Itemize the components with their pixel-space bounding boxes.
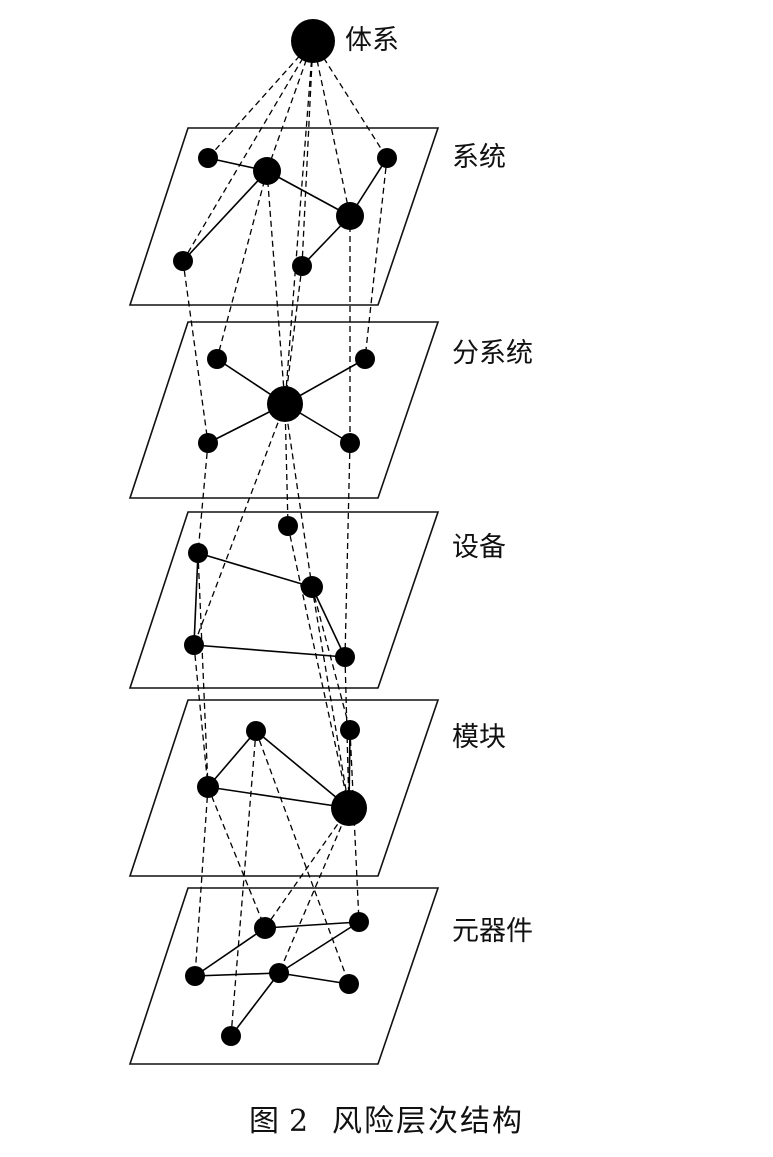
node-e3 [301, 576, 323, 598]
layer-label-component: 元器件 [452, 916, 533, 947]
cross-link-top-s1 [207, 40, 314, 159]
node-s6 [292, 256, 312, 276]
link-m1-m4 [255, 730, 350, 809]
cross-link-m1-c5 [255, 730, 350, 985]
node-m3 [197, 776, 219, 798]
cross-link-e3-m2 [311, 586, 351, 731]
inter-layer-links [182, 40, 388, 1037]
node-m1 [246, 721, 266, 741]
layer-label-equipment: 设备 [452, 532, 506, 563]
caption-title: 风险层次结构 [332, 1104, 525, 1139]
node-top [291, 19, 335, 63]
cross-link-b3-e1 [284, 403, 289, 527]
link-e2-e4 [193, 552, 199, 646]
cross-link-m3-c3 [194, 786, 209, 977]
link-e4-e5 [193, 644, 346, 658]
node-c1 [254, 917, 276, 939]
node-e2 [188, 543, 208, 563]
caption-number: 2 [288, 1104, 311, 1139]
node-c5 [339, 974, 359, 994]
cross-link-m2-c2 [349, 729, 360, 923]
cross-link-s2-b1 [216, 170, 268, 360]
link-e3-e5 [311, 586, 346, 658]
node-b5 [340, 433, 360, 453]
node-b3 [267, 386, 303, 422]
node-e5 [335, 647, 355, 667]
cross-link-e1-m4 [287, 525, 350, 809]
node-e1 [278, 516, 298, 536]
link-c4-c6 [230, 972, 280, 1037]
node-s1 [198, 148, 218, 168]
link-c1-c2 [264, 921, 360, 929]
node-m2 [340, 720, 360, 740]
cross-link-b5-e5 [344, 442, 351, 658]
cross-link-m1-c6 [230, 730, 257, 1037]
cross-link-top-s2 [266, 40, 314, 172]
risk-nodes [173, 19, 397, 1046]
cross-link-top-b3 [284, 40, 314, 405]
link-c4-c5 [278, 972, 350, 985]
plane-equipment [128, 511, 440, 689]
node-m4 [331, 790, 367, 826]
cross-link-top-s4 [312, 40, 388, 159]
plane-system [128, 127, 440, 306]
node-s4 [377, 148, 397, 168]
layer-planes [128, 127, 440, 1065]
cross-link-m3-c1 [207, 786, 266, 929]
link-s2-s3 [266, 170, 351, 217]
link-s2-s5 [182, 170, 268, 262]
cross-link-top-s6 [301, 40, 314, 267]
layer-label-subsystem: 分系统 [452, 338, 533, 369]
node-b2 [355, 349, 375, 369]
node-s2 [253, 157, 281, 185]
node-s5 [173, 251, 193, 271]
node-c4 [269, 963, 289, 983]
plane-module [128, 699, 440, 877]
node-c3 [185, 966, 205, 986]
link-c3-c4 [194, 972, 280, 977]
node-b4 [198, 433, 218, 453]
layer-label-system: 系统 [452, 142, 506, 173]
cross-link-e3-m4 [311, 586, 350, 809]
cross-link-s2-b3 [266, 170, 286, 405]
top-node-label: 体系 [345, 25, 399, 56]
link-m3-m4 [207, 786, 350, 809]
node-c2 [349, 912, 369, 932]
cross-link-b3-e4 [193, 403, 286, 646]
cross-link-b3-e3 [284, 403, 313, 588]
cross-link-m4-c1 [264, 807, 350, 929]
node-e4 [184, 635, 204, 655]
cross-link-top-s5 [182, 40, 314, 262]
cross-link-e4-m3 [193, 644, 209, 788]
node-b1 [207, 349, 227, 369]
layer-label-module: 模块 [452, 722, 506, 753]
cross-link-s5-b4 [182, 260, 209, 444]
node-c6 [221, 1026, 241, 1046]
cross-link-e2-m3 [197, 552, 209, 788]
link-c4-c2 [278, 921, 360, 974]
link-c3-c1 [194, 927, 266, 977]
cross-link-s6-b3 [284, 265, 303, 405]
node-s3 [336, 202, 364, 230]
layer-labels: 体系 系统 分系统 设备 模块 元器件 [345, 25, 533, 947]
cross-link-s4-b2 [364, 157, 388, 360]
link-e2-e3 [197, 552, 313, 588]
cross-link-b4-e2 [197, 442, 209, 554]
link-m1-m3 [207, 730, 257, 788]
caption-prefix: 图 [248, 1104, 281, 1139]
